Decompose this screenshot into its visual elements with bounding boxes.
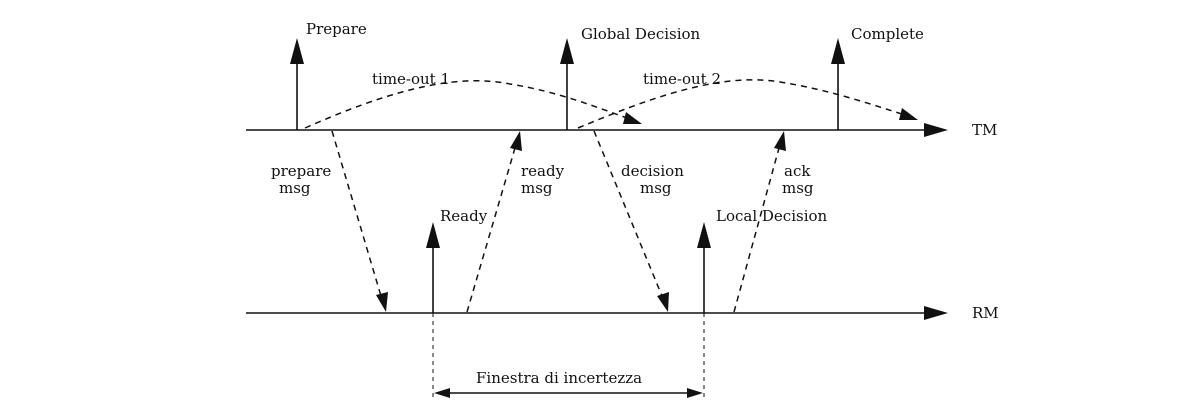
ready-event-arrowhead [426,222,440,248]
event-local-decision: Local Decision [697,207,828,313]
timeout-1-arrowhead [623,112,642,124]
prepare-msg-label-line2: msg [279,179,311,197]
prepare-event-arrowhead [290,38,304,64]
timeout-1: time-out 1 [304,70,642,129]
global-decision-event-label: Global Decision [581,25,701,43]
ready-msg-label-line1: ready [521,162,565,180]
decision-msg-label-line1: decision [621,162,684,180]
local-decision-event-arrowhead [697,222,711,248]
timeout-1-label: time-out 1 [372,70,450,88]
ack-msg-arrowhead [774,131,786,151]
complete-event-label: Complete [851,25,924,43]
window-right-arrowhead [687,388,703,398]
ready-msg-arrowhead [510,131,522,151]
local-decision-event-label: Local Decision [716,207,828,225]
timeout-2-curve [577,79,906,129]
ready-msg-line [466,147,516,313]
ack-msg-label-line1: ack [784,162,811,180]
global-decision-event-arrowhead [560,38,574,64]
prepare-event-label: Prepare [306,20,367,38]
ack-msg-line [733,147,780,313]
message-ready: ready msg [466,131,565,313]
window-left-arrowhead [434,388,450,398]
uncertainty-window-label: Finestra di incertezza [476,369,642,387]
rm-lane-label: RM [972,304,999,322]
rm-timeline: RM [246,304,999,322]
complete-event-arrowhead [831,38,845,64]
timeout-2-arrowhead [899,108,918,120]
decision-msg-arrowhead [657,292,669,312]
tm-axis-arrowhead [924,123,948,137]
tm-lane-label: TM [972,121,997,139]
decision-msg-label-line2: msg [640,179,672,197]
prepare-msg-line [331,130,382,297]
message-prepare: prepare msg [271,130,388,312]
uncertainty-window: Finestra di incertezza [432,313,705,400]
tm-timeline: TM [246,121,997,139]
message-decision: decision msg [593,130,684,312]
timeout-2: time-out 2 [577,70,918,129]
event-ready: Ready [426,207,488,313]
event-global-decision: Global Decision [560,25,701,130]
timeout-2-label: time-out 2 [643,70,721,88]
decision-msg-line [593,130,663,297]
event-complete: Complete [831,25,924,130]
message-ack: ack msg [733,131,814,313]
ack-msg-label-line2: msg [782,179,814,197]
rm-axis-arrowhead [924,306,948,320]
prepare-msg-arrowhead [376,292,388,312]
timeout-1-curve [304,80,631,129]
ready-msg-label-line2: msg [521,179,553,197]
event-prepare: Prepare [290,20,367,130]
ready-event-label: Ready [440,207,488,225]
prepare-msg-label-line1: prepare [271,162,331,180]
